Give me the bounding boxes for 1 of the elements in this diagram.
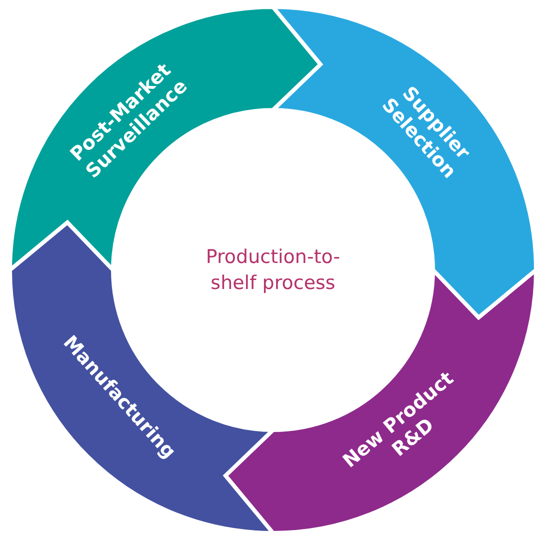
center-label: Production-to-shelf process [204, 245, 342, 296]
